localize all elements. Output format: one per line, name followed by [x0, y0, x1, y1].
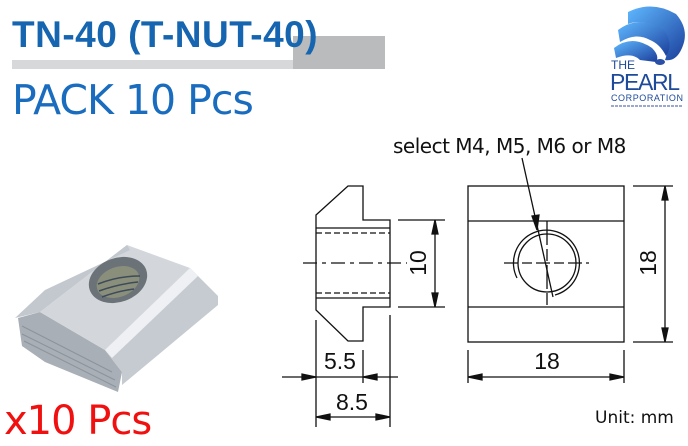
dim-side-height: 10 — [405, 250, 431, 276]
product-title: TN-40 (T-NUT-40) — [12, 14, 319, 55]
pearl-logo-icon — [614, 6, 685, 65]
pack-subtitle: PACK 10 Pcs — [12, 76, 254, 124]
logo-pearl: PEARL — [610, 69, 680, 95]
dim-side-width: 8.5 — [336, 389, 368, 415]
dim-front-height: 18 — [635, 250, 661, 276]
front-view-drawing — [467, 157, 673, 383]
title-underline-bar — [12, 60, 385, 69]
dim-side-step: 5.5 — [324, 348, 356, 374]
t-nut-photo — [15, 245, 218, 392]
unit-label: Unit: mm — [595, 408, 674, 428]
logo-the: THE — [611, 58, 635, 72]
title-accent-bar — [293, 36, 385, 69]
side-view-drawing — [282, 185, 445, 427]
logo-corporation: CORPORATION — [611, 93, 683, 103]
thread-size-note: select M4, M5, M6 or M8 — [393, 134, 626, 158]
dim-front-width: 18 — [534, 348, 560, 374]
quantity-label: x10 Pcs — [4, 398, 152, 444]
